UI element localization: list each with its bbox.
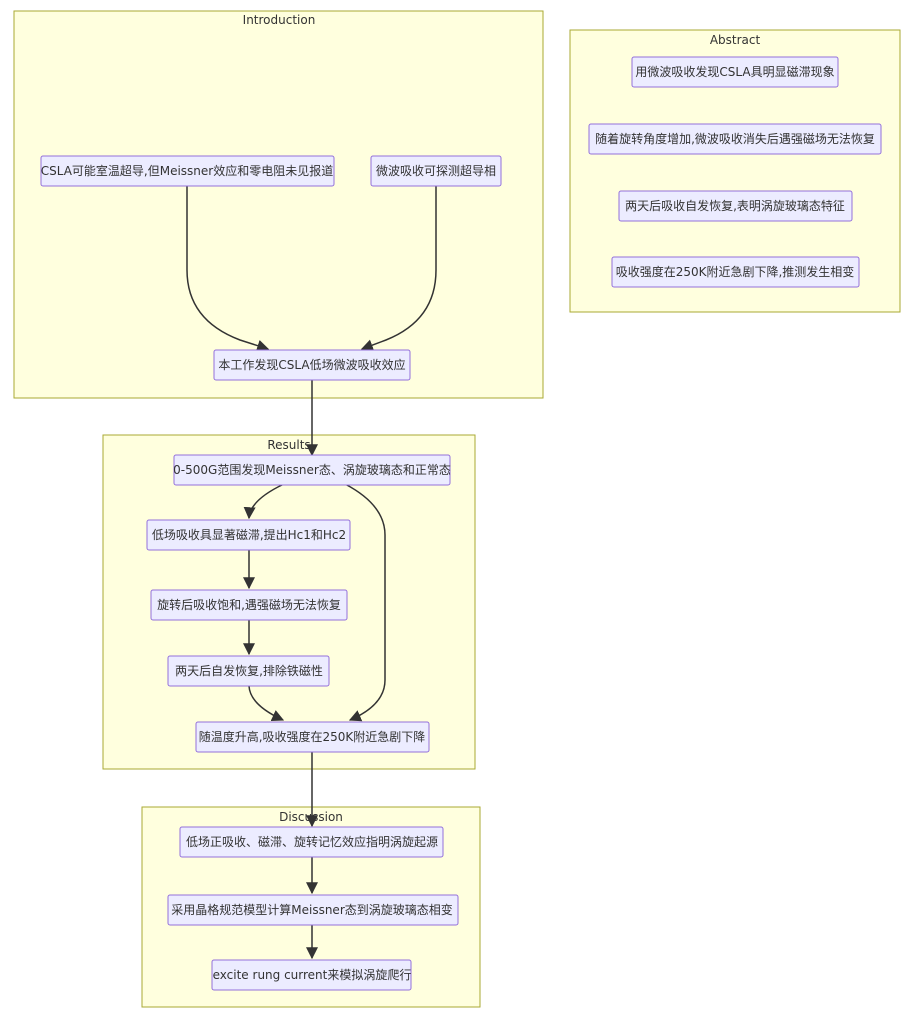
node-intro-this-work: 本工作发现CSLA低场微波吸收效应 (213, 349, 411, 381)
cluster-title-results: Results (267, 438, 310, 452)
node-label: 两天后自发恢复,排除铁磁性 (175, 663, 323, 678)
edge-res-4-to-res-5 (248, 685, 285, 721)
node-discussion-1: 低场正吸收、磁滞、旋转记忆效应指明涡旋起源 (179, 826, 444, 858)
node-label: CSLA可能室温超导,但Meissner效应和零电阻未见报道 (41, 163, 333, 178)
edge-res-1-to-res-2 (243, 483, 285, 520)
node-label: 微波吸收可探测超导相 (376, 163, 496, 178)
node-results-1: 0-500G范围发现Meissner态、涡旋玻璃态和正常态 (173, 454, 451, 486)
node-label: 低场正吸收、磁滞、旋转记忆效应指明涡旋起源 (186, 834, 438, 849)
node-label: 随温度升高,吸收强度在250K附近急剧下降 (199, 729, 426, 744)
node-results-3: 旋转后吸收饱和,遇强磁场无法恢复 (150, 589, 348, 621)
node-label: 低场吸收具显著磁滞,提出Hc1和Hc2 (152, 527, 346, 542)
edge-intro-csla-to-this-work (186, 185, 270, 352)
node-label: 随着旋转角度增加,微波吸收消失后遇强磁场无法恢复 (595, 131, 875, 146)
node-discussion-2: 采用晶格规范模型计算Meissner态到涡旋玻璃态相变 (167, 894, 459, 926)
node-label: 0-500G范围发现Meissner态、涡旋玻璃态和正常态 (173, 462, 451, 477)
edge-intro-microwave-to-this-work (360, 185, 437, 351)
cluster-title-abstract: Abstract (710, 33, 761, 47)
edges (186, 185, 437, 960)
node-results-5: 随温度升高,吸收强度在250K附近急剧下降 (195, 721, 430, 753)
node-label: 吸收强度在250K附近急剧下降,推测发生相变 (616, 264, 855, 279)
cluster-title-discussion: Discussion (279, 810, 343, 824)
node-intro-microwave: 微波吸收可探测超导相 (370, 155, 502, 187)
node-label: 本工作发现CSLA低场微波吸收效应 (218, 357, 405, 372)
node-label: 旋转后吸收饱和,遇强磁场无法恢复 (157, 597, 341, 612)
node-results-2: 低场吸收具显著磁滞,提出Hc1和Hc2 (146, 519, 351, 551)
node-results-4: 两天后自发恢复,排除铁磁性 (167, 655, 330, 687)
node-abstract-2: 随着旋转角度增加,微波吸收消失后遇强磁场无法恢复 (588, 123, 882, 155)
edge-res-1-to-res-5 (344, 483, 386, 722)
node-abstract-3: 两天后吸收自发恢复,表明涡旋玻璃态特征 (618, 190, 853, 222)
node-label: 用微波吸收发现CSLA具明显磁滞现象 (635, 64, 834, 79)
node-label: 两天后吸收自发恢复,表明涡旋玻璃态特征 (625, 198, 845, 213)
cluster-title-introduction: Introduction (243, 13, 316, 27)
node-label: excite rung current来模拟涡旋爬行 (213, 968, 412, 982)
node-discussion-3: excite rung current来模拟涡旋爬行 (211, 959, 412, 991)
node-intro-csla: CSLA可能室温超导,但Meissner效应和零电阻未见报道 (40, 155, 335, 187)
node-abstract-4: 吸收强度在250K附近急剧下降,推测发生相变 (611, 256, 860, 288)
node-abstract-1: 用微波吸收发现CSLA具明显磁滞现象 (631, 56, 839, 88)
node-label: 采用晶格规范模型计算Meissner态到涡旋玻璃态相变 (171, 902, 453, 917)
cluster-introduction: Introduction (13, 10, 544, 399)
